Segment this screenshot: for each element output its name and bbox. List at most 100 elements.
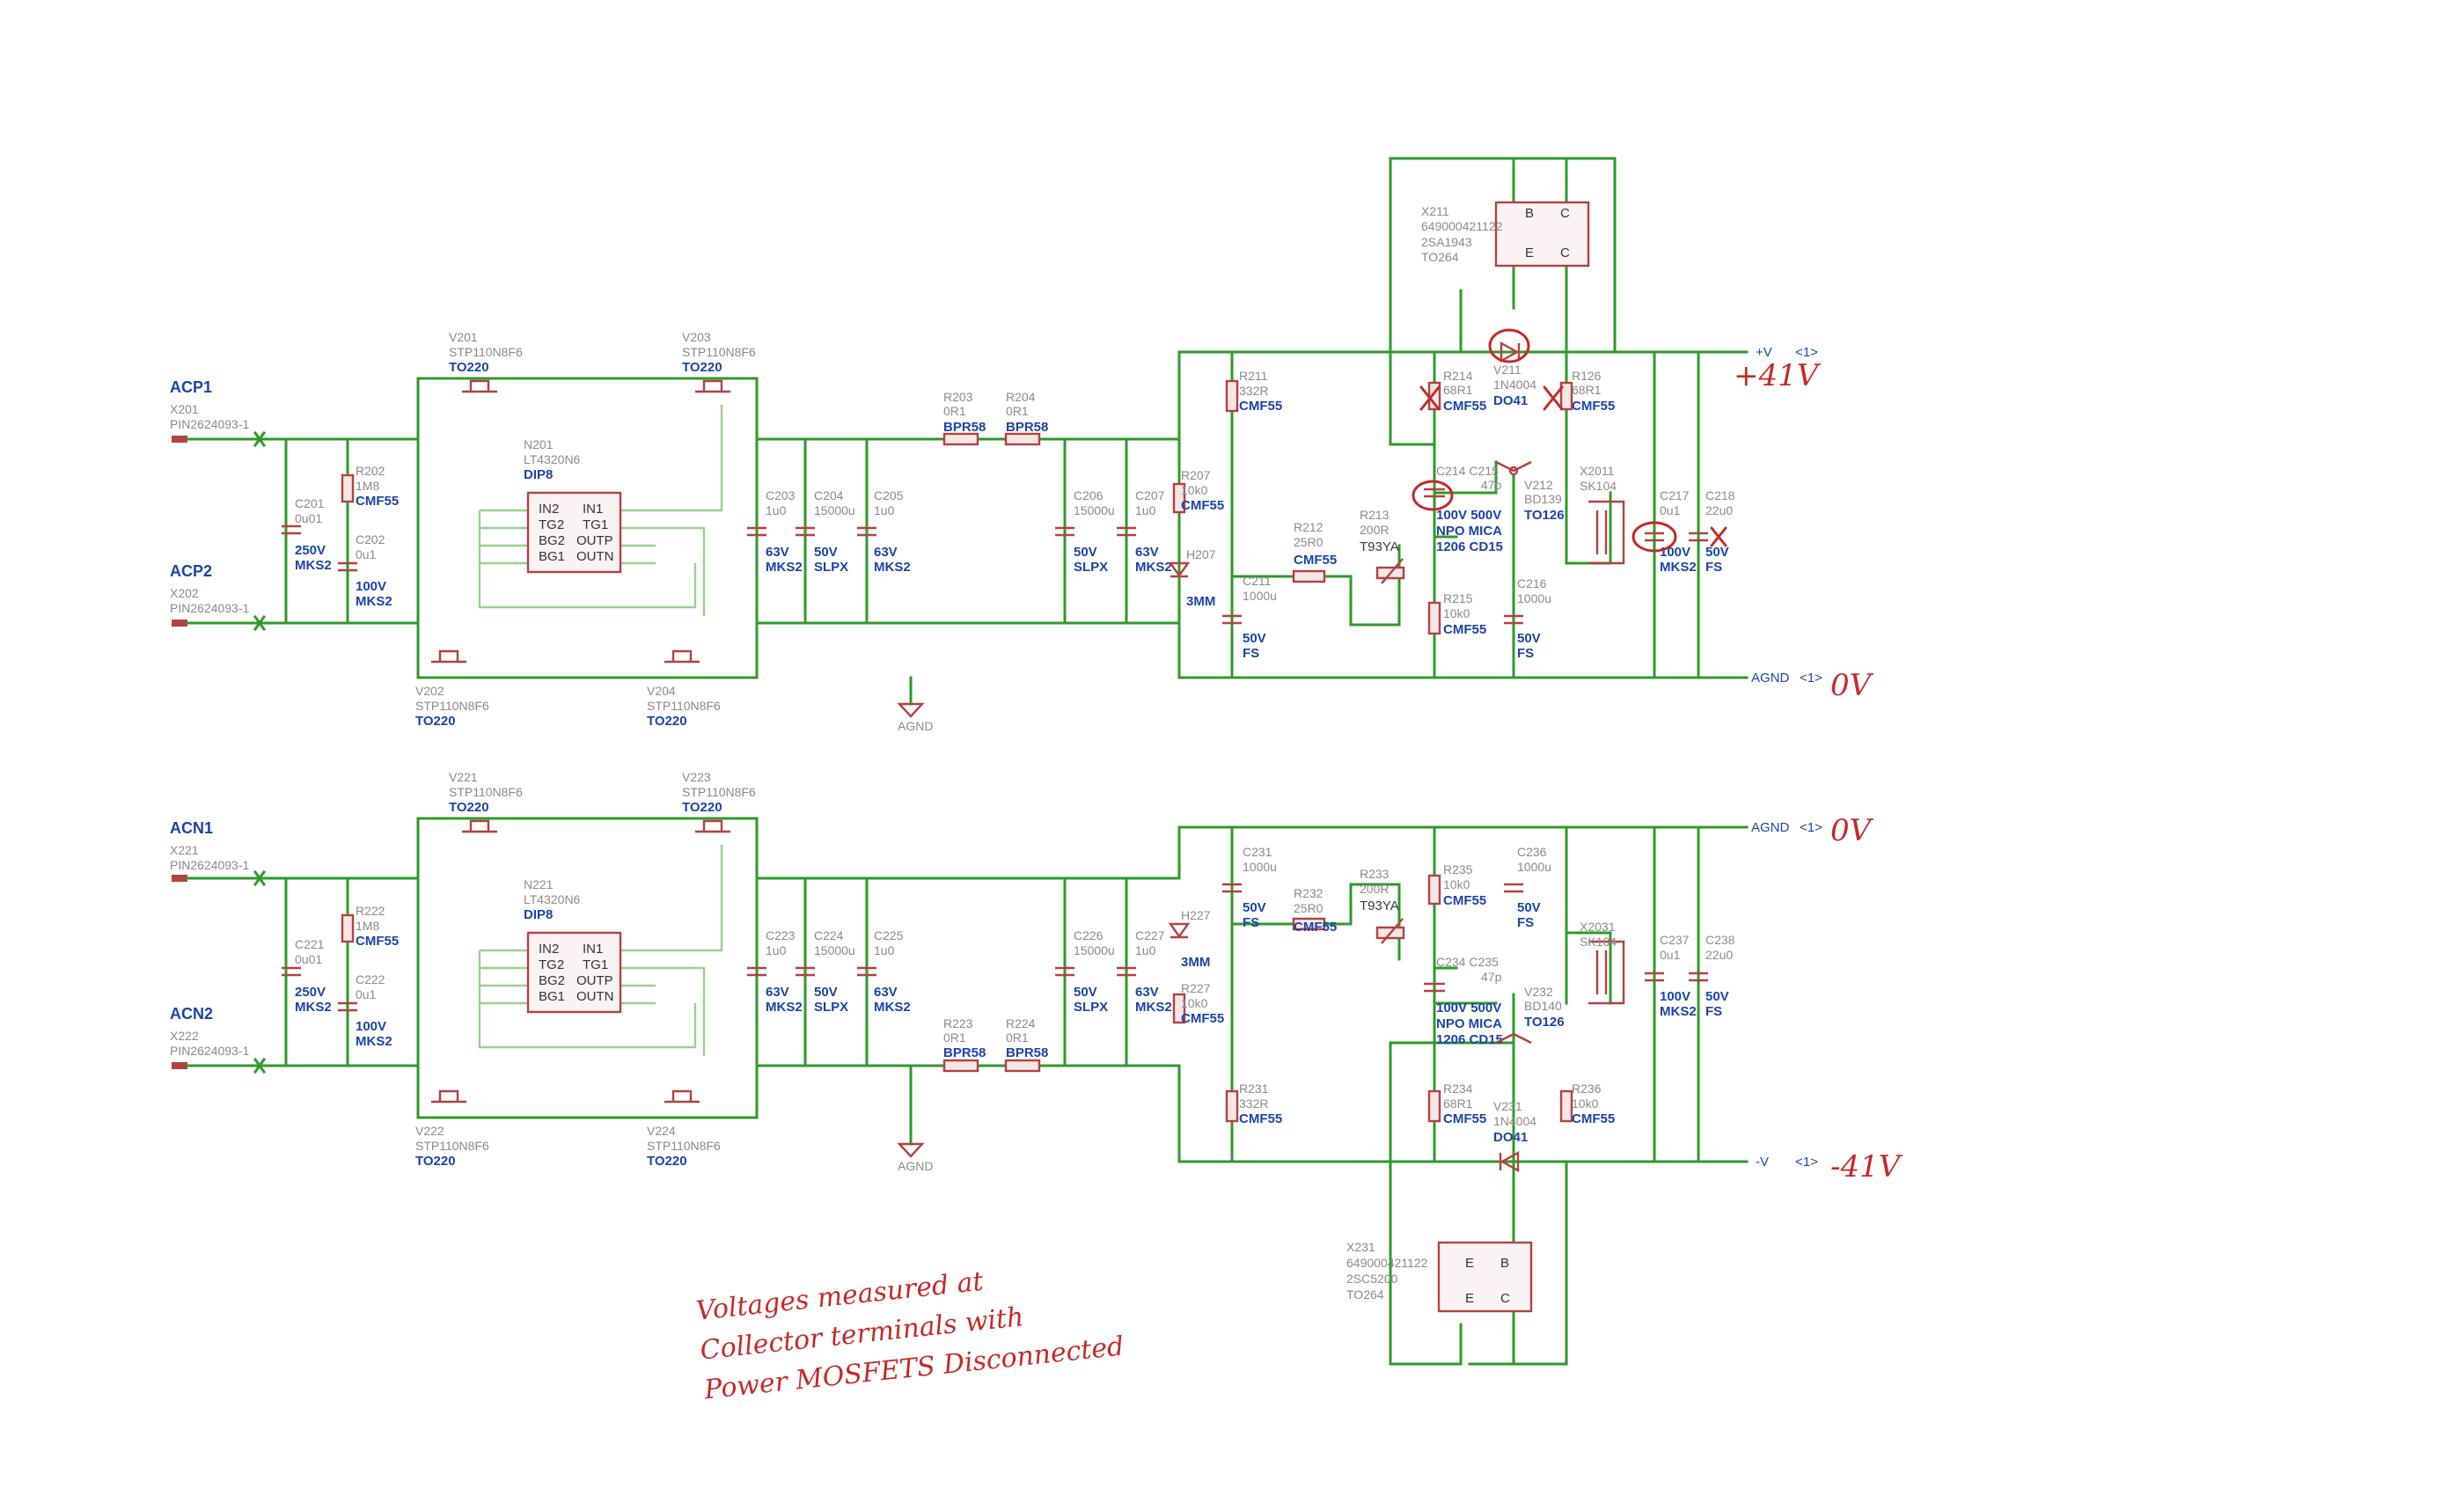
cap-c206: C206 15000u 50V SLPX (1055, 488, 1115, 575)
svg-text:R234: R234 (1443, 1082, 1473, 1096)
cap-c224: C224 15000u 50V SLPX (796, 928, 855, 1015)
svg-text:CMF55: CMF55 (1239, 1111, 1282, 1126)
svg-text:C231: C231 (1243, 845, 1272, 859)
svg-text:LT4320N6: LT4320N6 (524, 892, 581, 906)
svg-text:C218: C218 (1705, 488, 1735, 502)
svg-text:50V: 50V (814, 545, 838, 560)
svg-text:OUTN: OUTN (576, 549, 614, 564)
svg-text:2SC5200: 2SC5200 (1346, 1272, 1398, 1286)
svg-text:C216: C216 (1517, 576, 1547, 590)
svg-text:100V: 100V (1660, 545, 1690, 560)
ground-symbol-neg (897, 1142, 925, 1158)
svg-text:FS: FS (1705, 560, 1722, 575)
svg-text:TO220: TO220 (647, 1154, 687, 1169)
svg-text:15000u: 15000u (1074, 943, 1115, 957)
cap-c238: C238 22u0 50V FS (1689, 933, 1735, 1019)
heatsink-x2011: X2011 SK104 (1580, 464, 1625, 565)
svg-text:MKS2: MKS2 (295, 558, 332, 573)
res-r235: R235 10k0 CMF55 (1427, 862, 1486, 908)
svg-text:STP110N8F6: STP110N8F6 (682, 785, 756, 799)
svg-text:FS: FS (1243, 646, 1259, 661)
res-r236: R236 10k0 CMF55 (1559, 1082, 1615, 1126)
res-r222: R222 1M8 CMF55 (341, 904, 399, 949)
ac-input-wires-neg (186, 876, 288, 1067)
svg-text:TO220: TO220 (449, 360, 489, 375)
svg-text:SLPX: SLPX (814, 1000, 848, 1015)
cap-c202: C202 0u1 100V MKS2 (338, 532, 392, 609)
annot-minus41v: -41V (1830, 1149, 1903, 1184)
svg-text:C225: C225 (874, 928, 904, 942)
acp1-type: PIN2624093-1 (170, 417, 250, 431)
svg-text:BPR58: BPR58 (1006, 1045, 1048, 1060)
svg-text:3MM: 3MM (1186, 594, 1215, 609)
circle-mark-c217 (1632, 521, 1677, 553)
regulator-frame-wires-neg (1177, 825, 1727, 1163)
svg-text:CMF55: CMF55 (1443, 893, 1486, 908)
acn1-ref: X221 (170, 843, 199, 857)
svg-text:200R: 200R (1360, 523, 1389, 537)
svg-text:V201: V201 (449, 330, 478, 344)
svg-text:E: E (1465, 1256, 1474, 1271)
bus-cap-wires-1 (755, 437, 869, 625)
svg-text:CMF55: CMF55 (1443, 399, 1486, 414)
cap-c221: C221 0u01 250V MKS2 (282, 937, 332, 1015)
svg-text:100V 500V: 100V 500V (1436, 1001, 1501, 1016)
svg-text:22u0: 22u0 (1705, 948, 1733, 962)
svg-text:2SA1943: 2SA1943 (1421, 235, 1472, 249)
res-r207: R207 10k0 CMF55 (1172, 468, 1224, 514)
svg-text:C201: C201 (295, 496, 325, 510)
svg-text:C217: C217 (1660, 488, 1690, 502)
cap-c222: C222 0u1 100V MKS2 (338, 972, 392, 1049)
svg-text:50V: 50V (1517, 900, 1541, 915)
cap-c226: C226 15000u 50V SLPX (1055, 928, 1115, 1015)
reg-wires-2 (1433, 350, 1515, 679)
ac-input-wires (186, 437, 288, 625)
ac-input-filter-wires-neg (284, 876, 420, 1067)
svg-text:R213: R213 (1360, 508, 1390, 522)
svg-text:TO220: TO220 (647, 714, 687, 729)
svg-text:V212: V212 (1524, 478, 1553, 492)
svg-text:TO264: TO264 (1346, 1287, 1384, 1302)
rail-agnd-top-sheet-ref: <1> (1800, 671, 1822, 686)
res-r126: R126 68R1 CMF55 (1559, 369, 1615, 414)
svg-text:15000u: 15000u (814, 503, 855, 517)
led-h227: H227 3MM (1168, 908, 1211, 970)
svg-text:1u0: 1u0 (874, 943, 895, 957)
positive-supply-section: ACP1 X201 PIN2624093-1 ACP2 X202 PIN2624… (170, 157, 1822, 733)
svg-text:50V: 50V (1074, 985, 1097, 1000)
transistor-v232: V232 BD140 TO126 (1495, 985, 1565, 1045)
ac-input-filter-wires (284, 437, 420, 625)
cap-c201: C201 0u01 250V MKS2 (282, 496, 332, 573)
svg-text:STP110N8F6: STP110N8F6 (415, 1139, 489, 1153)
strike-mark-c218 (1710, 526, 1727, 547)
circle-mark-c214 (1412, 480, 1454, 511)
svg-text:63V: 63V (874, 545, 898, 560)
svg-text:IN1: IN1 (583, 502, 603, 517)
cap-c216: C216 1000u 50V FS (1504, 576, 1551, 661)
acp1-pin (172, 436, 187, 443)
diode-v211: V211 1N4004 DO41 (1493, 341, 1536, 408)
bridge-outline-wires (416, 377, 759, 679)
res-r211: R211 332R CMF55 (1225, 369, 1282, 414)
svg-text:R214: R214 (1443, 369, 1473, 383)
svg-text:R223: R223 (943, 1016, 973, 1030)
res-r232: R232 25R0 CMF55 (1292, 886, 1337, 935)
svg-text:CMF55: CMF55 (1443, 622, 1486, 637)
svg-text:250V: 250V (295, 543, 326, 558)
svg-text:R207: R207 (1181, 468, 1211, 482)
svg-text:50V: 50V (1517, 631, 1541, 646)
svg-text:50V: 50V (1705, 989, 1729, 1004)
bus-cap-wires-neg-2 (1063, 876, 1128, 1067)
svg-text:CMF55: CMF55 (1239, 399, 1282, 414)
svg-text:TO220: TO220 (415, 714, 456, 729)
svg-text:BG2: BG2 (539, 973, 565, 988)
svg-text:R204: R204 (1006, 390, 1036, 404)
svg-text:1u0: 1u0 (766, 943, 787, 957)
acn1-pin (172, 875, 187, 882)
res-r212: R212 25R0 CMF55 (1292, 520, 1337, 583)
reg-wires-1 (1230, 350, 1401, 679)
svg-text:TG1: TG1 (583, 517, 608, 532)
svg-text:63V: 63V (766, 545, 789, 560)
svg-text:TO126: TO126 (1524, 1015, 1565, 1030)
